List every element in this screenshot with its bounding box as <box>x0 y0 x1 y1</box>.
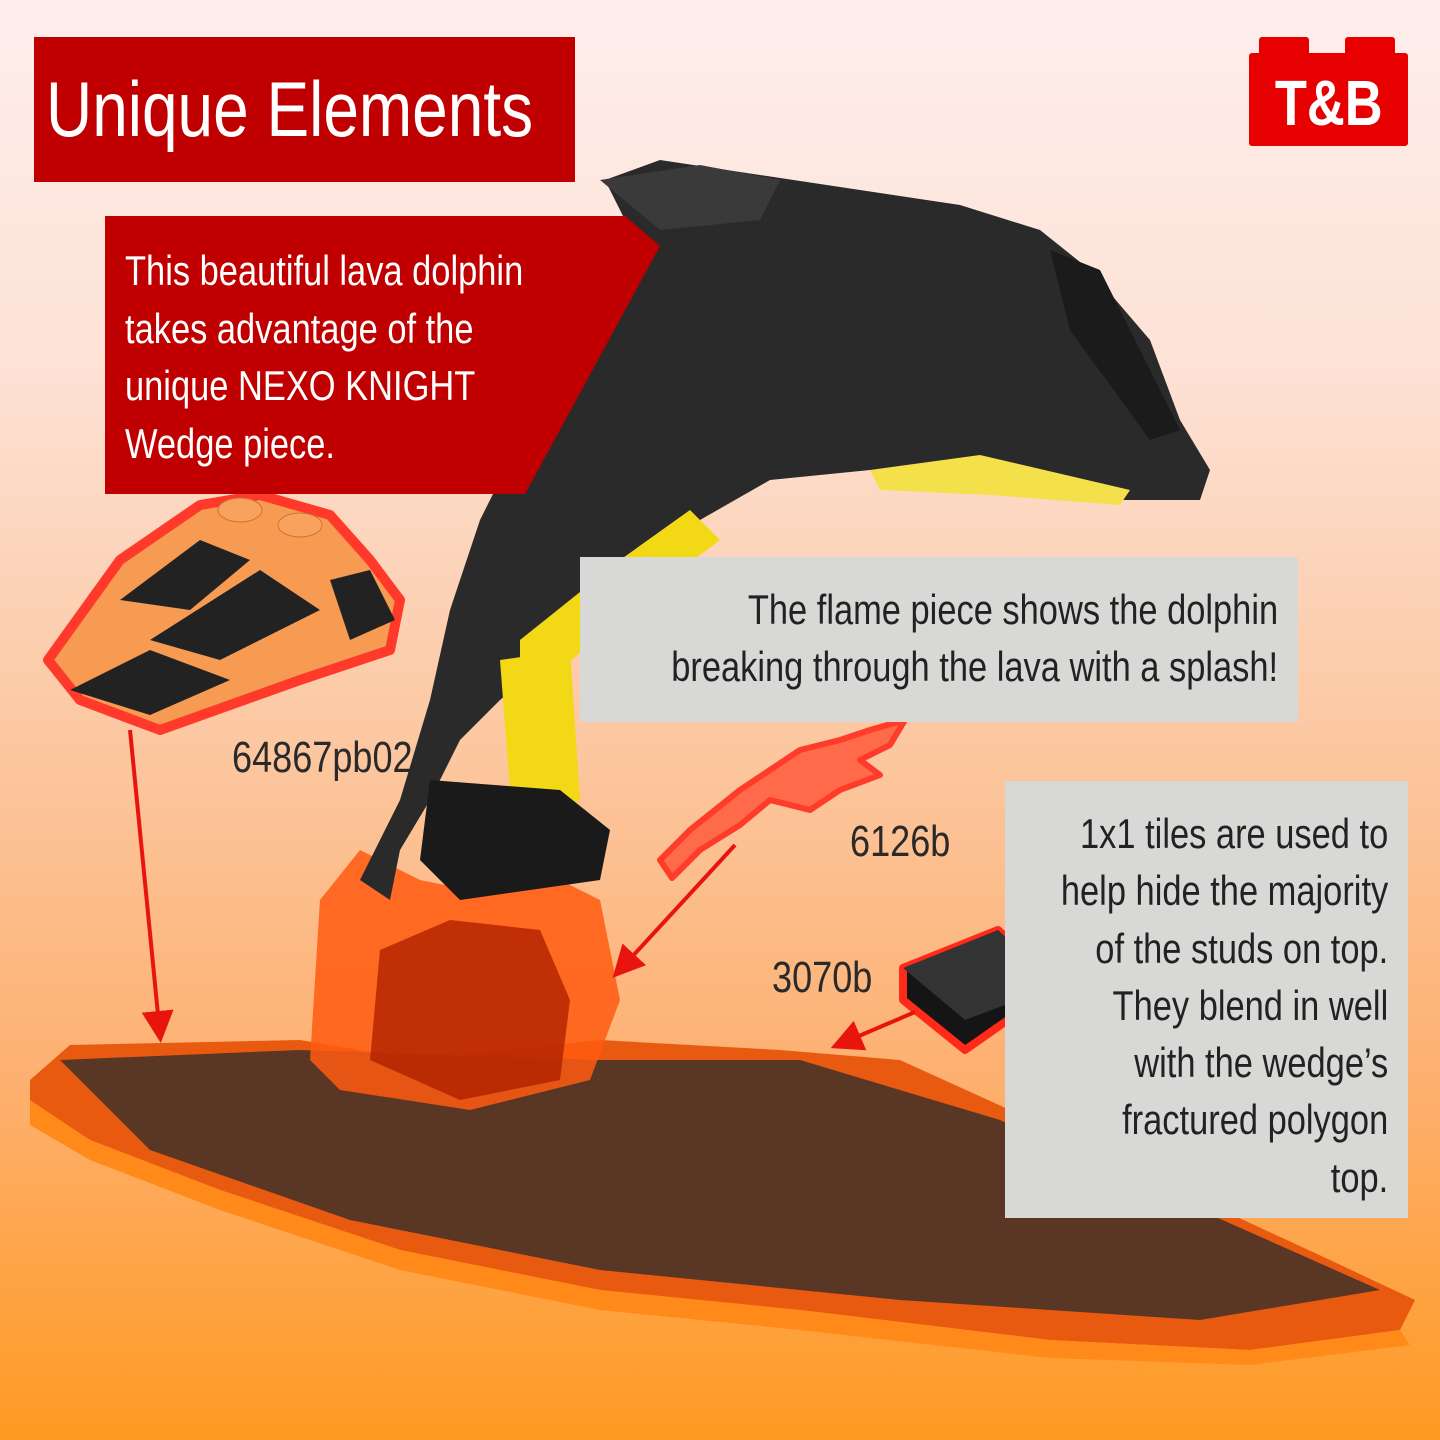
part-number: 6126b <box>850 817 951 866</box>
callout-line: Wedge piece. <box>125 419 335 467</box>
callout-line: unique NEXO KNIGHT <box>125 362 476 409</box>
callout-line: fractured polygon <box>1121 1096 1388 1144</box>
arrow-wedge <box>128 729 174 1043</box>
callout-line: takes advantage of the <box>125 304 474 352</box>
brick-logo-icon <box>1249 37 1408 146</box>
page-title: Unique Elements <box>34 37 575 182</box>
flame-callout: The flame piece shows the dolphin breaki… <box>580 557 1298 722</box>
callout-line: top. <box>1330 1153 1388 1201</box>
tiles-callout: 1x1 tiles are used to help hide the majo… <box>1005 781 1408 1218</box>
callout-line: breaking through the lava with a splash! <box>671 643 1278 690</box>
lava-base <box>30 1040 1415 1365</box>
callout-background <box>105 216 660 494</box>
callout-line: The flame piece shows the dolphin <box>747 586 1278 633</box>
wedge-callout: This beautiful lava dolphin takes advant… <box>105 216 665 494</box>
part-number: 64867pb02 <box>232 733 413 782</box>
dolphin-model <box>360 160 1210 900</box>
arrow-flame <box>612 843 737 978</box>
part-number: 3070b <box>772 953 873 1002</box>
callout-line: This beautiful lava dolphin <box>125 247 524 294</box>
flame-piece-image <box>657 717 908 881</box>
wedge-piece-image <box>43 490 405 735</box>
flame-column <box>310 850 620 1110</box>
logo-text: T&B <box>1274 67 1383 139</box>
title-text: Unique Elements <box>46 65 534 153</box>
tb-logo: T&B <box>1249 37 1408 146</box>
callout-line: help hide the majority <box>1060 867 1388 915</box>
callout-line: with the wedge’s <box>1134 1039 1388 1087</box>
part-label-tile: 3070b <box>772 953 894 1003</box>
callout-line: of the studs on top. <box>1095 924 1388 972</box>
callout-line: They blend in well <box>1112 981 1388 1029</box>
part-label-wedge: 64867pb02 <box>232 733 452 783</box>
arrow-tile <box>830 1010 916 1051</box>
callout-line: 1x1 tiles are used to <box>1079 810 1388 857</box>
part-label-flame: 6126b <box>850 817 972 867</box>
